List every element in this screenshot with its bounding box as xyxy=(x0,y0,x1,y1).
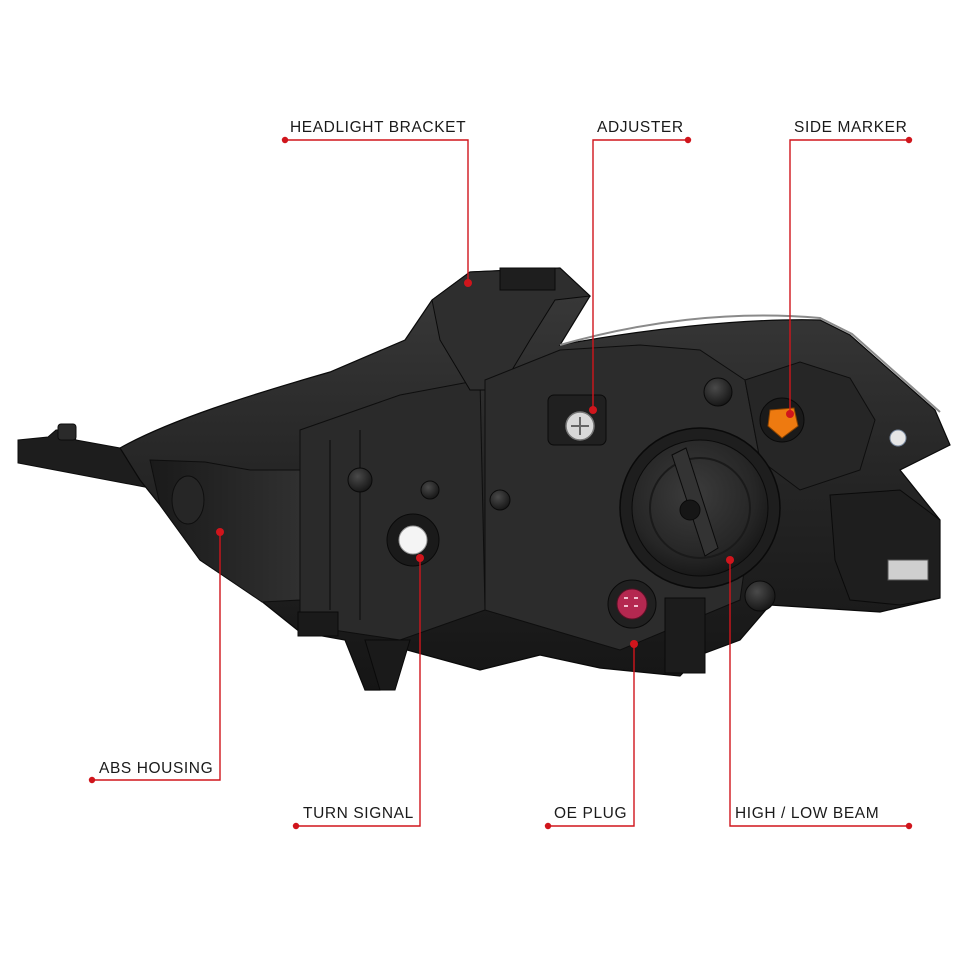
right-metal-clip xyxy=(887,559,929,581)
turn-signal-label: TURN SIGNAL xyxy=(303,805,414,822)
knob-1 xyxy=(347,467,373,493)
adjuster-leader xyxy=(592,139,688,410)
oe-plug-icon xyxy=(616,588,648,620)
callout-layer: HEADLIGHT BRACKET ADJUSTER SIDE MARKER A… xyxy=(88,119,913,830)
callout-high-low-beam: HIGH / LOW BEAM xyxy=(726,556,913,830)
abs-housing-target-dot xyxy=(216,528,224,536)
oe-plug-dot xyxy=(544,822,552,830)
oe-plug-target-dot xyxy=(630,640,638,648)
high-low-beam-target-dot xyxy=(726,556,734,564)
callout-headlight-bracket: HEADLIGHT BRACKET xyxy=(281,119,472,287)
left-wing-panel xyxy=(149,459,301,603)
turn-signal-bulb-icon xyxy=(398,525,428,555)
abs-housing-leader xyxy=(92,532,221,781)
oe-plug-pins xyxy=(624,597,638,607)
beam-dust-cap-ring xyxy=(649,457,751,559)
callout-turn-signal: TURN SIGNAL xyxy=(292,554,424,830)
turn-signal-dot xyxy=(292,822,300,830)
callout-oe-plug: OE PLUG xyxy=(544,640,638,830)
right-screw-icon xyxy=(889,429,907,447)
turn-signal-target-dot xyxy=(416,554,424,562)
bottom-foot-2 xyxy=(664,597,706,674)
knob-4 xyxy=(744,580,776,612)
headlight-bracket-dot xyxy=(281,136,289,144)
high-low-beam-dot xyxy=(905,822,913,830)
callout-side-marker: SIDE MARKER xyxy=(786,119,913,418)
knob-5 xyxy=(489,489,511,511)
high-low-beam-label: HIGH / LOW BEAM xyxy=(735,805,879,822)
abs-housing-label: ABS HOUSING xyxy=(99,760,213,777)
headlight-bracket-label: HEADLIGHT BRACKET xyxy=(290,119,466,136)
center-rib-line xyxy=(329,430,361,620)
headlight-assembly xyxy=(17,267,951,691)
lens-rim xyxy=(559,314,941,413)
bottom-leg-left xyxy=(364,639,411,691)
left-tab-post xyxy=(57,423,77,441)
turn-signal-leader xyxy=(296,558,421,827)
side-marker-leader xyxy=(789,139,909,414)
knob-3 xyxy=(703,377,733,407)
adjuster-dot xyxy=(684,136,692,144)
oe-plug-label: OE PLUG xyxy=(554,805,627,822)
bottom-foot-1 xyxy=(297,611,339,637)
right-connector-bracket xyxy=(829,489,941,606)
beam-dust-cap-center xyxy=(679,499,701,521)
adjuster-target-dot xyxy=(589,406,597,414)
high-low-beam-leader xyxy=(729,560,909,827)
bracket-slot xyxy=(499,267,556,291)
left-mounting-tab xyxy=(17,429,151,489)
headlight-bracket-target-dot xyxy=(464,279,472,287)
abs-housing-dot xyxy=(88,776,96,784)
left-wing-boss xyxy=(171,475,205,525)
side-marker-label: SIDE MARKER xyxy=(794,119,907,136)
callout-adjuster: ADJUSTER xyxy=(589,119,692,414)
adjuster-label: ADJUSTER xyxy=(597,119,684,136)
side-marker-dot xyxy=(905,136,913,144)
callout-abs-housing: ABS HOUSING xyxy=(88,528,224,784)
adjuster-screw-slot xyxy=(571,417,589,435)
oe-plug-leader xyxy=(548,644,635,827)
side-marker-target-dot xyxy=(786,410,794,418)
knob-2 xyxy=(420,480,440,500)
headlight-bracket-leader xyxy=(285,139,469,283)
